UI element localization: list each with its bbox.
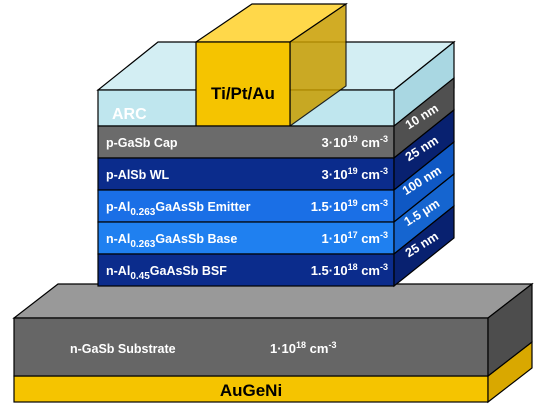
layer-front-face [97,221,395,255]
layer-name: p-Al0.263GaAsSb Emitter [106,200,251,218]
layer-name: n-Al0.263GaAsSb Base [106,232,237,250]
layer-front-face [97,189,395,223]
layer-doping: 1·1017 cm-3 [322,230,388,246]
layer-doping: 3·1019 cm-3 [322,166,388,182]
layer-doping: 1.5·1019 cm-3 [311,198,388,214]
contact-label: Ti/Pt/Au [211,84,275,103]
substrate-doping: 1·1018 cm-3 [270,340,336,356]
arc-label: ARC [112,106,147,123]
layer-doping: 3·1019 cm-3 [322,134,388,150]
layer-name: p-AlSb WL [106,168,170,182]
layer-doping: 1.5·1018 cm-3 [311,262,388,278]
substrate-label: n-GaSb Substrate [70,342,176,356]
layer-name: n-Al0.45GaAsSb BSF [106,264,227,282]
layer-side-face [393,204,455,288]
substrate-layer: n-GaSb Substrate 1·1018 cm-3 [12,282,534,378]
back-contact-layer: AuGeNi [13,340,533,404]
layer-name: p-GaSb Cap [106,136,178,150]
back-contact-label: AuGeNi [220,381,282,400]
layer-front-face [97,125,395,159]
layer-front-face [97,253,395,287]
